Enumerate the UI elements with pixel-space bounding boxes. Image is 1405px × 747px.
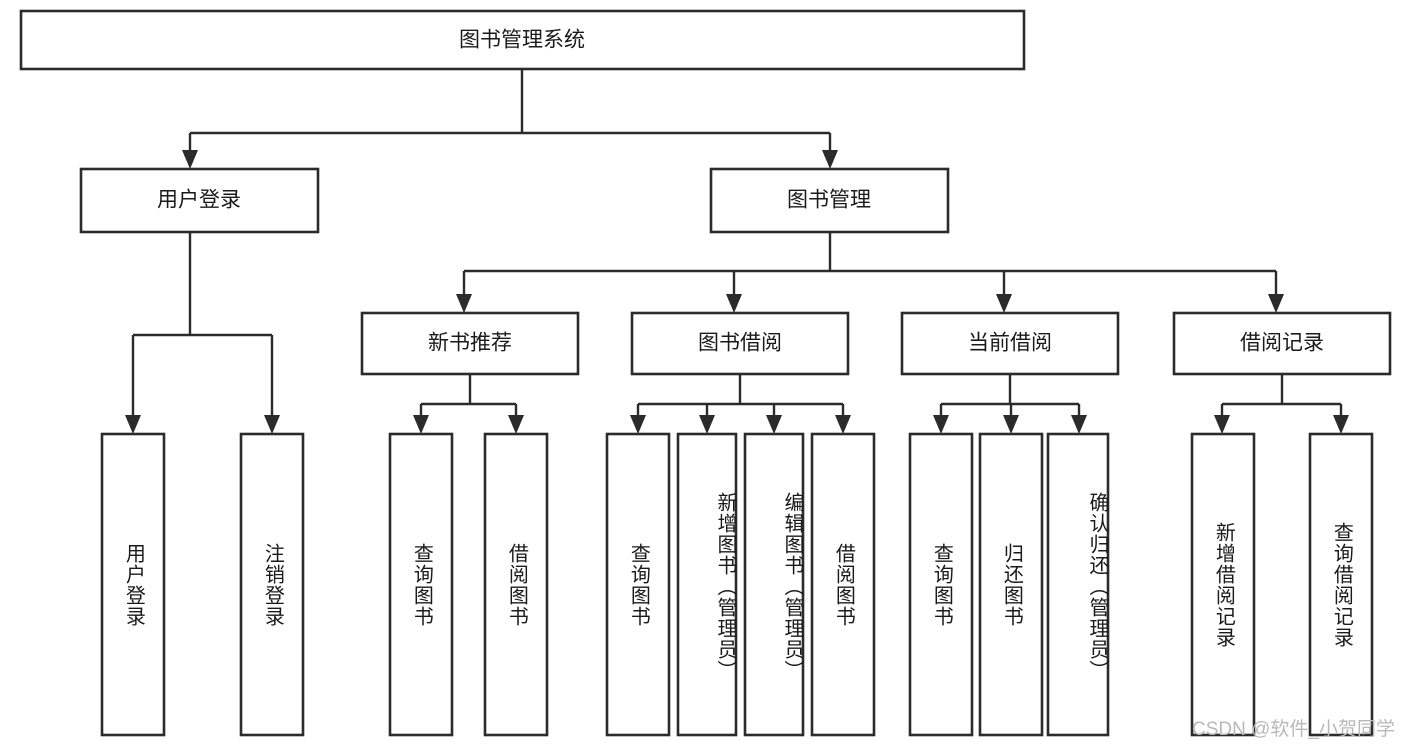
node-label-current-borrow: 当前借阅 (968, 332, 1052, 355)
arrow-leaf-add-book (699, 415, 715, 434)
node-box-user-login[interactable] (79, 167, 320, 234)
node-box-leaf-borrow-book-2[interactable] (810, 432, 876, 737)
node-box-leaf-user-login[interactable] (100, 432, 166, 737)
node-box-borrow-record[interactable] (1172, 311, 1392, 376)
arrow-leaf-confirm-return (1071, 415, 1087, 434)
arrow-user-login (182, 150, 198, 169)
node-box-leaf-query-book-1[interactable] (388, 432, 454, 737)
node-box-root[interactable] (19, 9, 1026, 71)
node-label-root: 图书管理系统 (459, 29, 585, 52)
arrow-leaf-user-login (125, 415, 141, 434)
arrow-current-borrow (996, 294, 1012, 313)
node-box-leaf-query-book-2[interactable] (605, 432, 671, 737)
node-box-leaf-query-record[interactable] (1308, 432, 1374, 737)
node-box-leaf-add-book[interactable] (676, 432, 738, 737)
arrow-borrow-record (1268, 294, 1284, 313)
arrow-leaf-user-logout (264, 415, 280, 434)
arrow-leaf-query-book-3 (933, 415, 949, 434)
node-box-current-borrow[interactable] (900, 311, 1120, 376)
arrow-leaf-return-book (1003, 415, 1019, 434)
node-label-new-book-recommend: 新书推荐 (428, 332, 512, 355)
arrow-leaf-add-record (1214, 415, 1230, 434)
node-box-leaf-return-book[interactable] (978, 432, 1044, 737)
node-box-leaf-borrow-book-1[interactable] (483, 432, 549, 737)
connector-layer (125, 69, 1349, 434)
arrow-book-borrow (726, 294, 742, 313)
node-label-book-borrow: 图书借阅 (698, 332, 782, 355)
arrow-new-book-recommend (456, 294, 472, 313)
arrow-leaf-borrow-book-1 (508, 415, 524, 434)
node-box-book-manage[interactable] (709, 167, 950, 234)
node-box-leaf-query-book-3[interactable] (908, 432, 974, 737)
node-box-leaf-confirm-return[interactable] (1046, 432, 1110, 737)
node-box-new-book-recommend[interactable] (360, 311, 580, 376)
arrow-leaf-borrow-book-2 (835, 415, 851, 434)
node-layer: 图书管理系统 用户登录 图书管理 新书推荐 图书借阅 当前借阅 借阅记录 (19, 9, 1392, 737)
arrow-book-manage (822, 150, 838, 169)
node-label-borrow-record: 借阅记录 (1240, 332, 1324, 355)
arrow-leaf-query-book-1 (413, 415, 429, 434)
node-box-leaf-user-logout[interactable] (239, 432, 305, 737)
node-label-book-manage: 图书管理 (787, 189, 871, 212)
arrow-leaf-query-record (1333, 415, 1349, 434)
node-box-leaf-add-record[interactable] (1190, 432, 1256, 737)
arrow-leaf-query-book-2 (630, 415, 646, 434)
arrow-leaf-edit-book (766, 415, 782, 434)
node-box-book-borrow[interactable] (630, 311, 850, 376)
node-box-leaf-edit-book[interactable] (743, 432, 805, 737)
node-label-user-login: 用户登录 (157, 189, 241, 212)
